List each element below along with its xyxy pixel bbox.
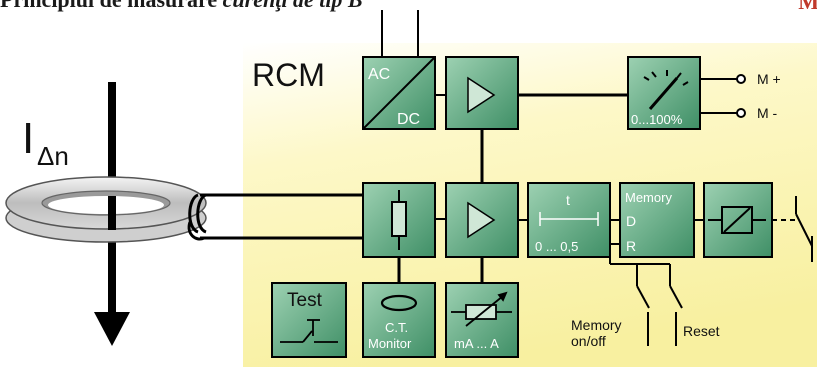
range-label: mA ... A xyxy=(454,336,499,351)
time-delay-block: t 0 ... 0,5 xyxy=(527,182,611,258)
current-symbol: I xyxy=(22,114,34,163)
delay-range-label: 0 ... 0,5 xyxy=(535,239,578,254)
meter-needle-icon xyxy=(643,70,689,110)
test-button-block: Test xyxy=(271,282,347,358)
meter-block: 0...100% xyxy=(627,56,701,130)
main-amplifier xyxy=(445,182,519,258)
output-contact xyxy=(772,196,813,262)
top-amplifier xyxy=(445,56,519,130)
relay-block xyxy=(703,182,773,258)
ct-coil-icon xyxy=(380,294,418,312)
delay-t-label: t xyxy=(566,192,570,208)
diagram-title: Principiul de măsurare curenţi de tip B xyxy=(0,0,363,13)
relay-coil-icon xyxy=(708,206,766,234)
resistor-icon xyxy=(391,190,407,250)
rcm-label: RCM xyxy=(252,57,325,93)
ct-label-1: C.T. xyxy=(385,320,408,335)
memory-r-label: R xyxy=(626,238,636,254)
title-normal: Principiul de măsurare xyxy=(0,0,223,12)
current-label: I Δn xyxy=(22,114,69,171)
test-label: Test xyxy=(287,290,323,311)
meter-outputs: M + M - xyxy=(700,71,781,121)
memory-switches xyxy=(609,243,683,346)
reset-label: Reset xyxy=(683,323,720,339)
m-plus-label: M + xyxy=(757,71,781,87)
toroid-icon xyxy=(5,176,207,243)
ct-label-2: Monitor xyxy=(368,336,412,351)
resistor-block xyxy=(362,182,436,258)
amplifier-triangle-icon xyxy=(467,201,496,239)
dc-label: DC xyxy=(397,111,420,128)
memory-switch-label-1: Memory xyxy=(571,317,622,333)
sense-wires xyxy=(200,193,363,240)
m-minus-label: M - xyxy=(757,105,778,121)
delay-range-bar xyxy=(539,212,599,226)
variable-resistor-icon xyxy=(451,291,512,327)
title-italic: curenţi de tip B xyxy=(223,0,363,12)
push-button-icon xyxy=(280,319,338,343)
meter-scale: 0...100% xyxy=(631,112,683,127)
memory-switch-label-2: on/off xyxy=(571,333,606,349)
range-block: mA ... A xyxy=(445,282,519,358)
memory-label: Memory xyxy=(625,190,672,205)
amplifier-triangle-icon xyxy=(467,76,496,114)
switch-contact-icon xyxy=(636,285,650,346)
ct-monitor-block: C.T. Monitor xyxy=(362,282,436,358)
memory-block: Memory D R xyxy=(619,182,695,258)
ac-dc-converter: AC DC xyxy=(362,10,436,130)
memory-d-label: D xyxy=(626,213,636,229)
corner-letter: M xyxy=(798,0,817,14)
ac-label: AC xyxy=(368,66,390,83)
switch-contact-icon xyxy=(669,285,683,346)
current-subscript: Δn xyxy=(37,141,69,171)
